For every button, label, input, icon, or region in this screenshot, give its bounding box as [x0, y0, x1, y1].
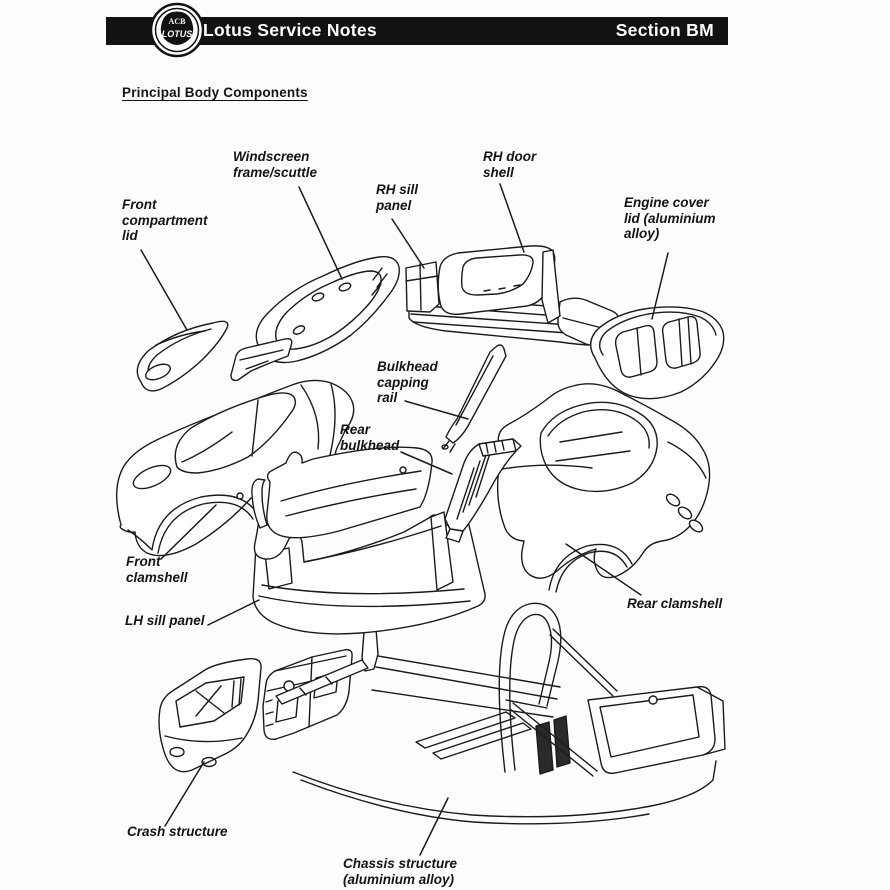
lotus-badge-icon: ACB LOTUS	[149, 2, 205, 58]
part-crash-structure	[158, 658, 262, 773]
part-front-compartment-lid	[136, 320, 229, 392]
lotus-logo: ACB LOTUS	[149, 2, 205, 58]
leader-front-clamshell	[160, 504, 217, 560]
part-rh-sill-door-assembly	[405, 245, 620, 347]
leader-chassis-structure	[419, 797, 449, 856]
part-chassis-structure	[262, 602, 726, 825]
leader-rh-door-shell	[499, 183, 525, 253]
header-bar	[106, 17, 728, 45]
lotus-logo-text: LOTUS	[162, 29, 193, 39]
part-lh-door-shell	[251, 446, 433, 539]
svg-text:ACB: ACB	[169, 17, 187, 26]
leader-front-compartment-lid	[140, 249, 188, 331]
leader-bulkhead-capping-rail	[404, 400, 469, 420]
leader-lh-sill-panel	[207, 599, 260, 626]
header-section-label: Section BM	[615, 20, 714, 40]
part-rear-bulkhead	[444, 438, 522, 543]
part-bulkhead-capping-rail	[441, 344, 507, 453]
leader-crash-structure	[164, 761, 205, 827]
part-lh-sill-panel	[252, 511, 486, 635]
leader-rear-bulkhead	[400, 451, 453, 475]
leader-engine-cover-lid	[651, 252, 669, 320]
leader-rear-clamshell	[565, 543, 642, 596]
part-windscreen-frame-scuttle	[230, 256, 400, 382]
page-heading: Principal Body Components	[122, 85, 308, 100]
part-rear-clamshell	[496, 383, 711, 593]
leader-windscreen-frame-scuttle	[298, 186, 343, 280]
part-engine-cover-lid	[590, 306, 725, 400]
leader-rh-sill-panel	[391, 218, 425, 269]
header-title: Lotus Service Notes	[203, 20, 377, 40]
